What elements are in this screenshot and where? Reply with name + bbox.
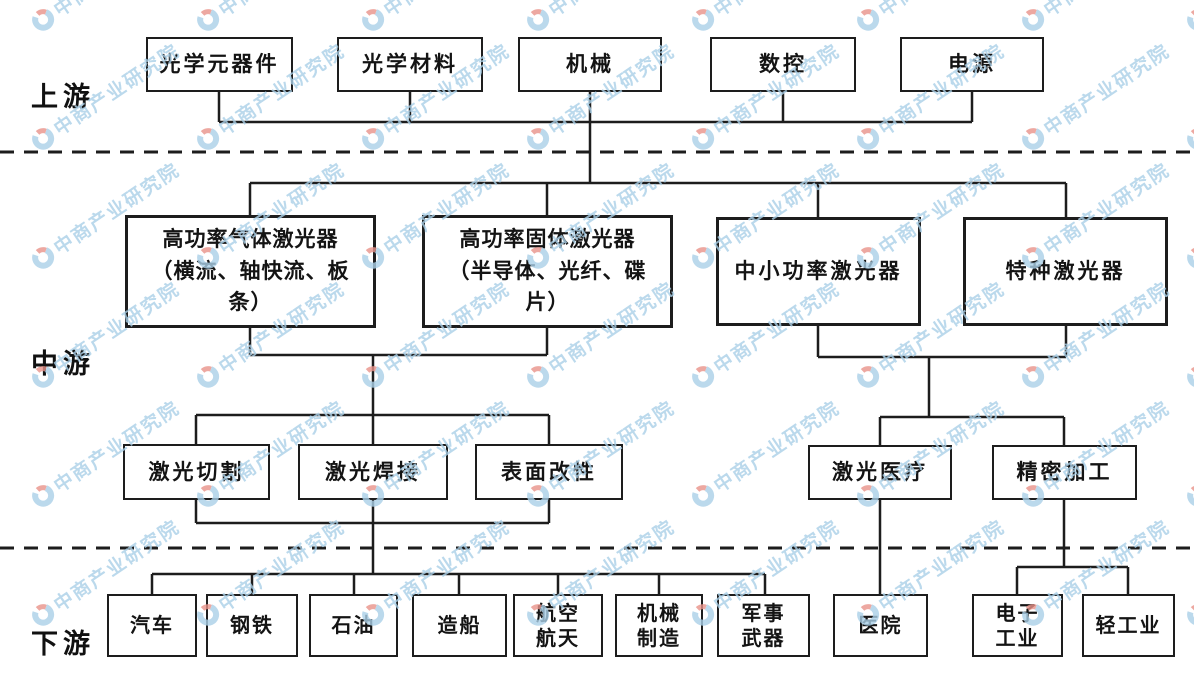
upstream-cnc: 数控 (710, 37, 856, 92)
app-surface-modification: 表面改性 (475, 444, 623, 500)
down-shipbuilding: 造船 (412, 594, 507, 657)
down-hospital: 医院 (833, 594, 928, 657)
down-petroleum: 石油 (309, 594, 398, 657)
down-automobile: 汽车 (107, 594, 197, 657)
down-steel: 钢铁 (206, 594, 298, 657)
down-aerospace: 航空 航天 (513, 594, 603, 657)
app-laser-medical: 激光医疗 (808, 445, 952, 500)
mid-low-mid-power-laser: 中小功率激光器 (716, 217, 921, 326)
mid-special-laser: 特种激光器 (963, 217, 1168, 326)
mid-high-power-gas-laser: 高功率气体激光器 （横流、轴快流、板 条） (125, 215, 376, 328)
upstream-machinery: 机械 (518, 37, 662, 92)
down-machinery-mfg: 机械 制造 (615, 594, 703, 657)
upstream-optical-components: 光学元器件 (146, 37, 293, 92)
midstream-label: 中游 (31, 349, 95, 380)
upstream-label: 上游 (31, 82, 95, 113)
downstream-label: 下游 (31, 629, 95, 660)
down-electronics-industry: 电子 工业 (972, 594, 1063, 657)
mid-high-power-solid-laser: 高功率固体激光器 （半导体、光纤、碟 片） (422, 215, 673, 328)
down-light-industry: 轻工业 (1082, 594, 1175, 657)
down-military-weapons: 军事 武器 (717, 594, 810, 657)
upstream-optical-materials: 光学材料 (337, 37, 483, 92)
upstream-power-supply: 电源 (900, 37, 1044, 92)
app-laser-cutting: 激光切割 (123, 444, 270, 500)
app-laser-welding: 激光焊接 (298, 444, 448, 500)
app-precision-machining: 精密加工 (992, 445, 1137, 500)
